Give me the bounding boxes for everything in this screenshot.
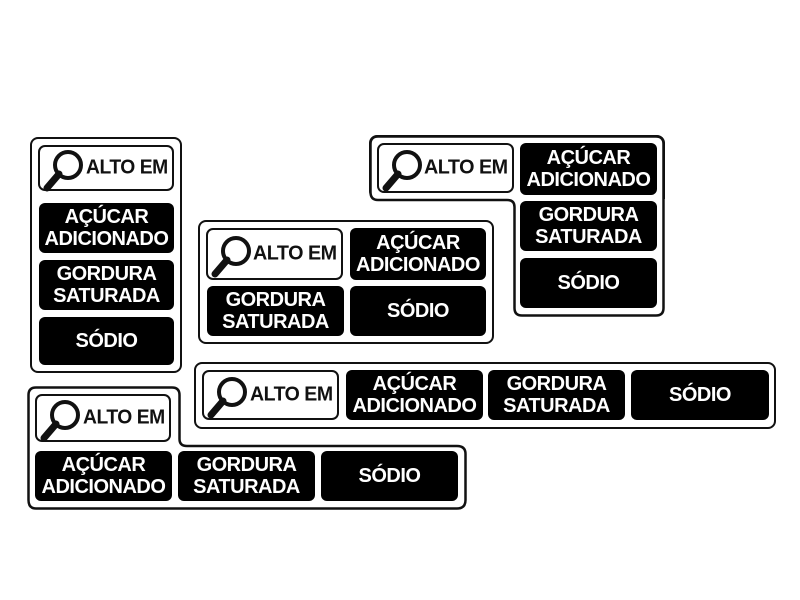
nutrient-sodium: SÓDIO <box>631 370 769 420</box>
magnifying-glass-icon <box>40 400 80 442</box>
nutrient-fat: GORDURA SATURADA <box>39 260 174 310</box>
magnifying-glass-icon <box>43 150 83 192</box>
header-text: ALTO EM <box>83 406 165 429</box>
nutrient-sodium: SÓDIO <box>321 451 458 501</box>
label-header: ALTO EM <box>35 394 171 442</box>
nutrient-fat: GORDURA SATURADA <box>488 370 625 420</box>
nutrient-fat: GORDURA SATURADA <box>207 286 344 336</box>
nutrient-sugar: AÇÚCAR ADICIONADO <box>350 228 486 280</box>
header-text: ALTO EM <box>253 242 337 265</box>
magnifying-glass-icon <box>382 150 422 192</box>
label-header: ALTO EM <box>206 228 343 280</box>
nutrient-fat: GORDURA SATURADA <box>178 451 315 501</box>
nutrient-sugar: AÇÚCAR ADICIONADO <box>39 203 174 253</box>
magnifying-glass-icon <box>207 377 247 419</box>
nutrient-fat: GORDURA SATURADA <box>520 201 657 251</box>
nutrient-sugar: AÇÚCAR ADICIONADO <box>35 451 172 501</box>
nutrient-sodium: SÓDIO <box>520 258 657 308</box>
label-grid: ALTO EM AÇÚCAR ADICIONADO GORDURA SATURA… <box>198 220 494 344</box>
label-horizontal: ALTO EM AÇÚCAR ADICIONADO GORDURA SATURA… <box>194 362 776 429</box>
label-header: ALTO EM <box>202 370 339 420</box>
nutrient-sugar: AÇÚCAR ADICIONADO <box>520 143 657 195</box>
nutrient-sodium: SÓDIO <box>350 286 486 336</box>
label-header: ALTO EM <box>38 145 174 192</box>
header-text: ALTO EM <box>424 156 508 179</box>
magnifying-glass-icon <box>211 236 251 278</box>
nutrient-sodium: SÓDIO <box>39 317 174 365</box>
label-vertical: ALTO EM AÇÚCAR ADICIONADO GORDURA SATURA… <box>30 137 182 373</box>
nutrient-sugar: AÇÚCAR ADICIONADO <box>346 370 483 420</box>
header-text: ALTO EM <box>250 383 333 406</box>
label-header: ALTO EM <box>377 143 514 193</box>
header-text: ALTO EM <box>86 156 168 179</box>
